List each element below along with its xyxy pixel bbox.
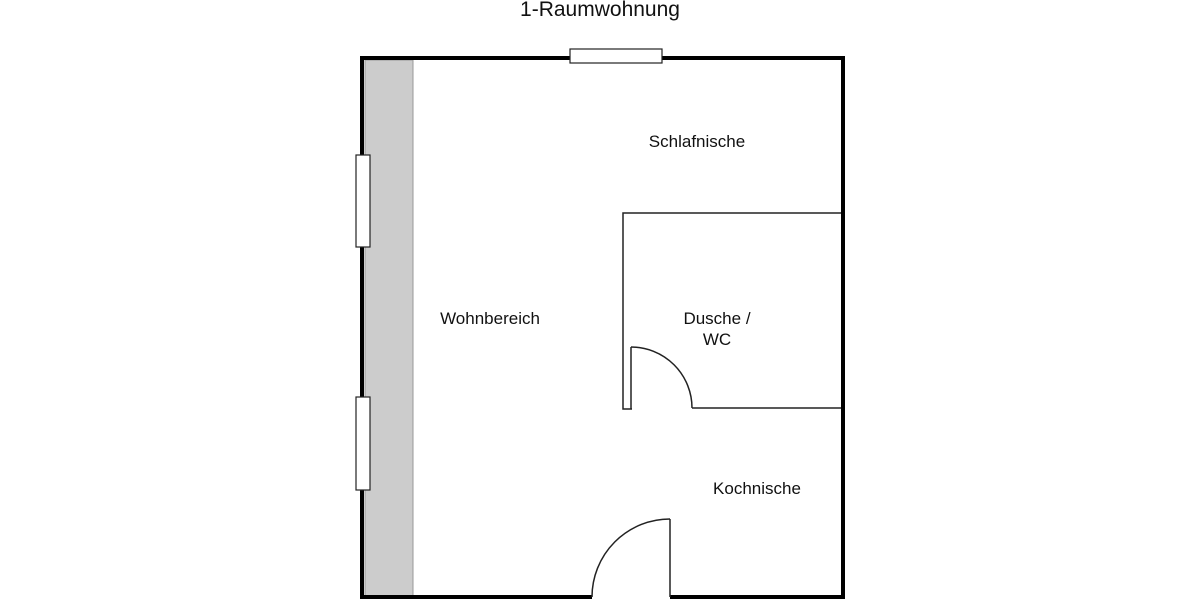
window-left-lower xyxy=(355,396,371,491)
bathroom-door xyxy=(630,346,693,409)
window-left-upper xyxy=(355,154,371,248)
room-label-kochnische: Kochnische xyxy=(713,479,801,498)
entrance-door xyxy=(591,518,671,598)
room-label-dusche-line1: Dusche / xyxy=(683,309,751,328)
room-label-dusche-line2: WC xyxy=(702,330,732,349)
room-label-schlafnische: Schlafnische xyxy=(648,132,746,151)
window-top xyxy=(569,48,663,64)
bathroom-walls xyxy=(622,212,841,410)
floorplan-title: 1-Raumwohnung xyxy=(520,0,680,21)
room-label-wohnbereich: Wohnbereich xyxy=(440,309,540,328)
wall-strip xyxy=(364,59,414,597)
room-label-dusche: Dusche / WC xyxy=(660,308,774,350)
